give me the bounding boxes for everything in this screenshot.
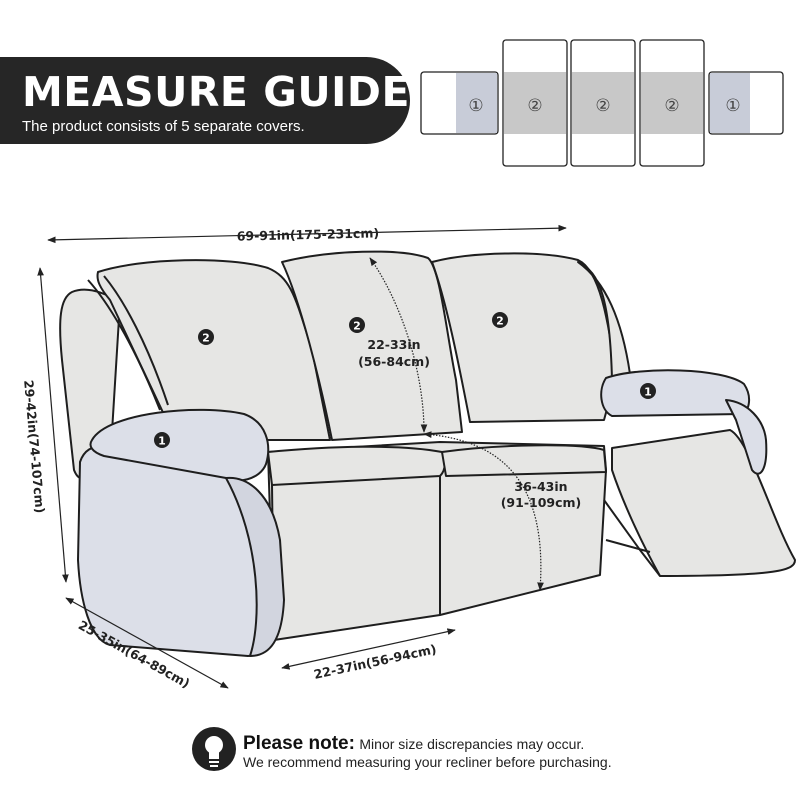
note-text: Minor size discrepancies may occur.: [359, 736, 585, 752]
cover-pieces-diagram: ① ② ② ② ①: [420, 39, 784, 167]
sofa-drawing: [59, 250, 796, 657]
height-label: 29-42in(74-107cm): [21, 379, 48, 514]
lightbulb-icon: [192, 727, 236, 771]
svg-text:2: 2: [202, 332, 210, 345]
depth-arrow: [65, 597, 229, 689]
height-arrow: [37, 267, 69, 583]
width-label: 69-91in(175-231cm): [237, 225, 380, 243]
page-title: MEASURE GUIDE: [22, 68, 410, 116]
armrest-marker-left: 1: [154, 432, 170, 448]
footrest: [611, 429, 796, 577]
width-arrow: [47, 224, 567, 244]
backrest-marker-right: 2: [492, 312, 508, 328]
backrest-arrow: [369, 257, 428, 433]
svg-text:2: 2: [496, 315, 504, 328]
cover-piece-label: ①: [725, 96, 740, 116]
cover-piece-arm-left: ①: [420, 71, 499, 135]
cover-piece-label: ①: [468, 96, 483, 116]
armrest-left-top: [89, 408, 270, 482]
cover-piece-label: ②: [527, 96, 542, 116]
cover-piece-label: ②: [595, 96, 610, 116]
cover-piece-arm-right: ①: [708, 71, 784, 135]
backrest-left: [96, 259, 331, 441]
backrest-label-line1: 22-33in: [367, 337, 420, 352]
backrest-right: [431, 252, 617, 423]
armrest-marker-right: 1: [640, 383, 656, 399]
seat-cushion-middle: [441, 444, 607, 477]
svg-text:2: 2: [353, 320, 361, 333]
backrest-marker-middle: 2: [349, 317, 365, 333]
note-title: Please note:: [243, 733, 355, 754]
svg-text:1: 1: [158, 435, 166, 448]
header-banner: [0, 57, 410, 144]
note-line1: Please note: Minor size discrepancies ma…: [243, 733, 584, 755]
cover-piece-back-2: ②: [570, 39, 636, 167]
page-subtitle: The product consists of 5 separate cover…: [22, 118, 305, 135]
footrest-label-line1: 36-43in: [514, 479, 567, 494]
dimension-lines: [37, 224, 567, 689]
backrest-label-line2: (56-84cm): [358, 354, 430, 369]
note-line2: We recommend measuring your recliner bef…: [243, 754, 612, 770]
backrest-marker-left: 2: [198, 329, 214, 345]
cover-piece-back-1: ②: [502, 39, 568, 167]
footrest-label-line2: (91-109cm): [501, 495, 582, 510]
cover-piece-back-3: ②: [639, 39, 705, 167]
seat-width-arrow: [281, 628, 456, 670]
armrest-right: [600, 369, 750, 417]
footrest-arrow: [423, 431, 544, 591]
cover-piece-label: ②: [664, 96, 679, 116]
svg-text:1: 1: [644, 386, 652, 399]
